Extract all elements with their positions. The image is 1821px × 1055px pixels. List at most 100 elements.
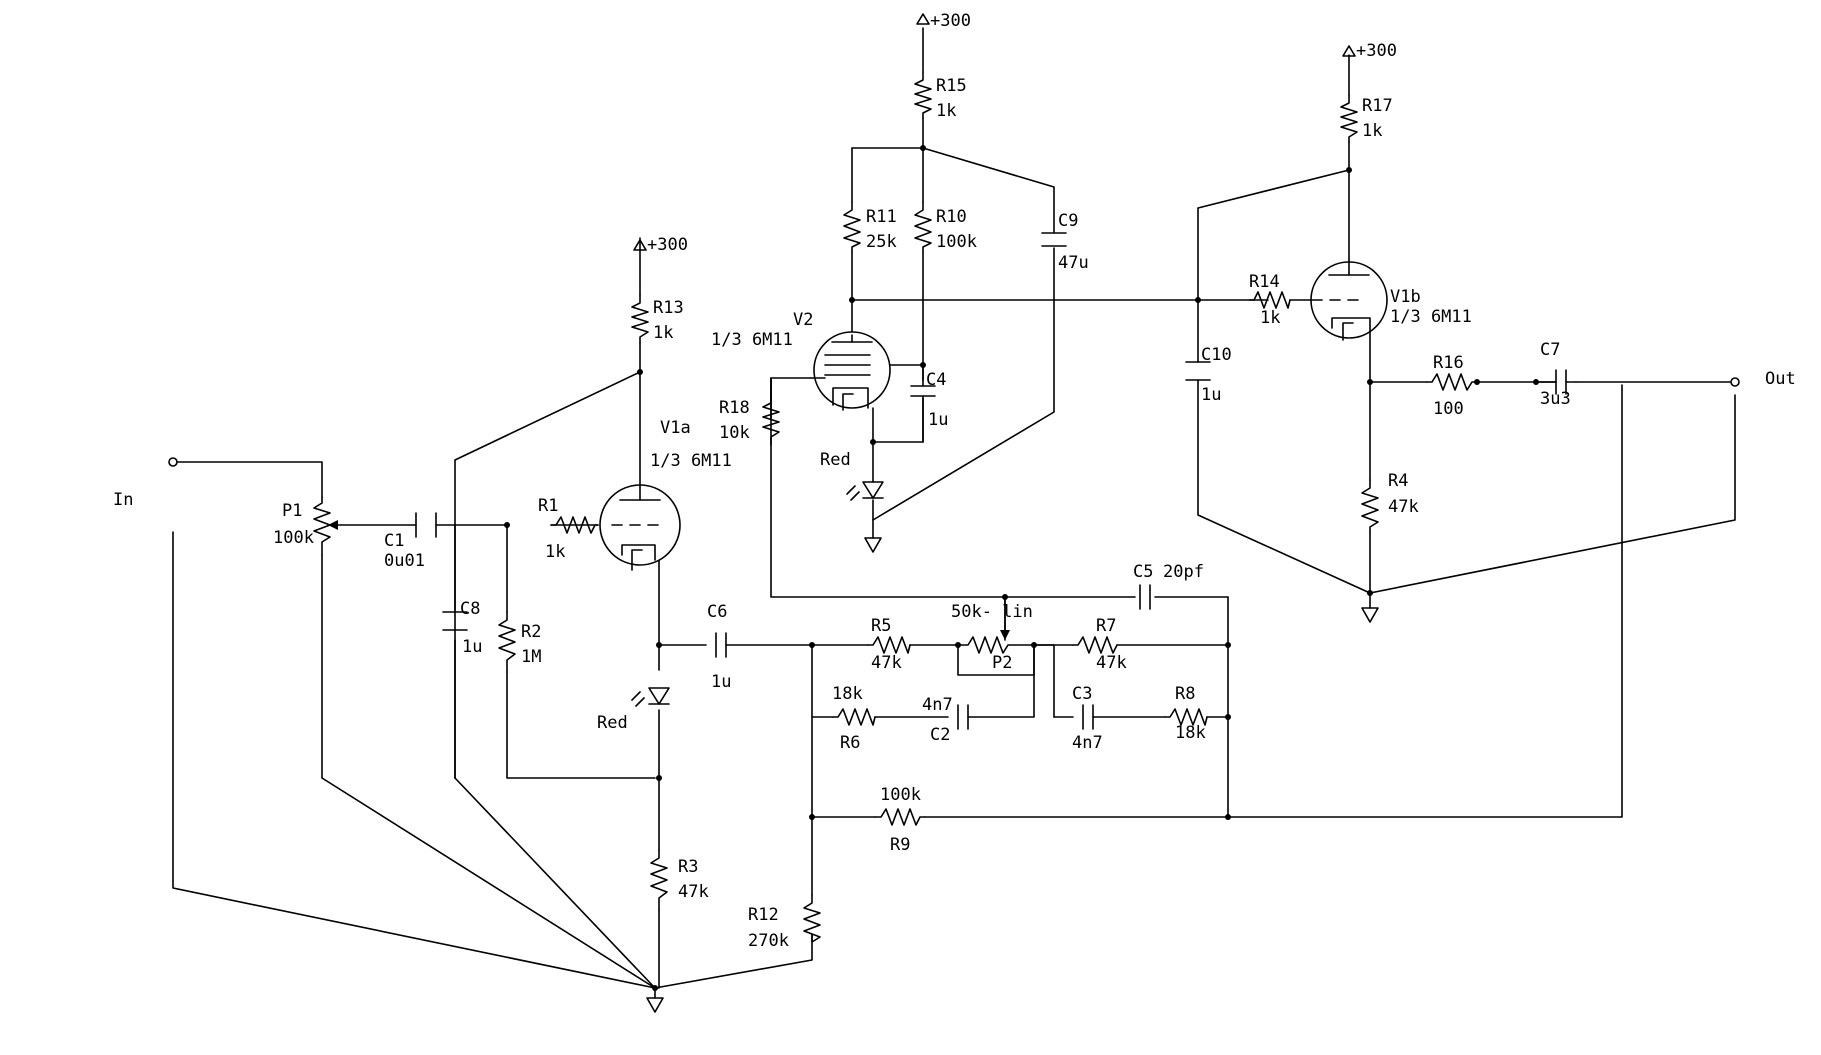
svg-text:R11: R11 (866, 207, 897, 227)
svg-text:1u: 1u (928, 410, 948, 430)
svg-text:C4: C4 (926, 370, 946, 390)
capacitor-c3: C3 4n7 (1072, 684, 1103, 753)
ground-main (646, 997, 664, 1013)
svg-text:R12: R12 (748, 905, 779, 925)
svg-text:C2: C2 (930, 725, 950, 745)
capacitor-c8: C8 1u (442, 599, 482, 657)
svg-text:100k: 100k (273, 528, 314, 548)
resistor-r3: R3 47k (650, 849, 709, 911)
input-jack[interactable]: In (113, 457, 178, 510)
svg-text:0u01: 0u01 (384, 551, 425, 571)
svg-text:4n7: 4n7 (1072, 733, 1103, 753)
capacitor-c2: 4n7 C2 (922, 695, 969, 745)
svg-text:1k: 1k (653, 323, 673, 343)
svg-text:C1: C1 (384, 531, 404, 551)
svg-text:R8: R8 (1175, 684, 1195, 704)
svg-text:R9: R9 (890, 835, 910, 855)
svg-text:R3: R3 (678, 857, 698, 877)
input-jack-icon[interactable] (168, 457, 178, 467)
svg-text:100k: 100k (880, 785, 921, 805)
svg-text:P2: P2 (992, 653, 1012, 673)
resistor-r11: R11 25k (843, 201, 897, 253)
svg-text:1k: 1k (1362, 121, 1382, 141)
svg-text:R7: R7 (1096, 616, 1116, 636)
wiper-arrow-icon (1000, 630, 1010, 640)
svg-text:18k: 18k (1175, 723, 1206, 743)
potentiometer-p1: P1 100k (273, 496, 338, 556)
supply-rail-v1b: +300 (1342, 41, 1397, 61)
svg-text:R16: R16 (1433, 353, 1464, 373)
tube-v1b: V1b 1/3 6M11 (1310, 259, 1472, 341)
resistor-r6: 18k R6 (832, 684, 876, 753)
svg-text:R6: R6 (840, 733, 860, 753)
resistor-r17: R17 1k (1340, 94, 1393, 143)
svg-text:R14: R14 (1249, 272, 1280, 292)
ground-v2 (864, 537, 882, 553)
output-jack[interactable]: Out (1730, 369, 1796, 389)
svg-text:1k: 1k (545, 542, 565, 562)
junctions (504, 145, 1539, 991)
svg-text:C5: C5 (1133, 562, 1153, 582)
svg-text:Red: Red (820, 450, 851, 470)
svg-text:1u: 1u (462, 637, 482, 657)
svg-text:1k: 1k (936, 101, 956, 121)
svg-text:1k: 1k (1260, 308, 1280, 328)
output-jack-icon[interactable] (1730, 377, 1740, 387)
svg-text:18k: 18k (832, 684, 863, 704)
svg-text:R1: R1 (538, 496, 558, 516)
svg-text:1/3 6M11: 1/3 6M11 (1390, 307, 1472, 327)
svg-text:270k: 270k (748, 931, 789, 951)
resistor-r18: R18 10k (719, 377, 780, 446)
resistor-r15: R15 1k (914, 71, 967, 121)
svg-text:R17: R17 (1362, 96, 1393, 116)
svg-text:1/3 6M11: 1/3 6M11 (650, 451, 732, 471)
resistor-r8: R8 18k (1164, 684, 1208, 743)
capacitor-c4: C4 1u (910, 364, 948, 443)
svg-text:V1b: V1b (1390, 287, 1421, 307)
svg-text:R4: R4 (1388, 471, 1408, 491)
ground-icon (1361, 607, 1379, 623)
svg-text:V1a: V1a (660, 418, 691, 438)
svg-text:47k: 47k (1388, 497, 1419, 517)
ground-icon (646, 997, 664, 1013)
svg-text:R13: R13 (653, 298, 684, 318)
svg-text:47k: 47k (871, 653, 902, 673)
resistor-r16: R16 100 (1426, 353, 1478, 419)
svg-text:4n7: 4n7 (922, 695, 953, 715)
capacitor-c6: C6 1u (707, 602, 731, 692)
svg-text:1u: 1u (1201, 385, 1221, 405)
resistor-r7: R7 47k (1072, 616, 1127, 673)
svg-text:C9: C9 (1058, 211, 1078, 231)
supply-label: +300 (647, 235, 688, 255)
svg-text:100: 100 (1433, 399, 1464, 419)
led-d2: Red (820, 450, 884, 501)
supply-label: +300 (1356, 41, 1397, 61)
led-icon (862, 481, 884, 499)
supply-arrow-icon (1342, 45, 1356, 57)
capacitor-c1: C1 0u01 (384, 512, 437, 571)
tube-v1a: V1a 1/3 6M11 (599, 418, 732, 571)
supply-rail-v2: +300 (916, 11, 971, 31)
svg-text:Out: Out (1765, 369, 1796, 389)
wires (172, 27, 1736, 999)
resistor-r14: R14 1k (1249, 272, 1291, 328)
capacitor-c9: C9 47u (1041, 211, 1089, 273)
svg-text:50k- lin: 50k- lin (951, 602, 1033, 622)
svg-text:R10: R10 (936, 207, 967, 227)
resistor-r1: R1 1k (538, 496, 599, 562)
svg-text:In: In (113, 490, 133, 510)
svg-text:1u: 1u (711, 672, 731, 692)
capacitor-c10: C10 1u (1185, 345, 1232, 405)
resistor-r2: R2 1M (498, 611, 541, 673)
svg-text:25k: 25k (866, 232, 897, 252)
svg-text:R5: R5 (871, 616, 891, 636)
svg-text:R2: R2 (521, 622, 541, 642)
supply-rail-v1a: +300 (633, 235, 688, 255)
svg-text:C3: C3 (1072, 684, 1092, 704)
led-d1: Red (597, 687, 670, 733)
resistor-r5: R5 47k (867, 616, 911, 673)
svg-text:1M: 1M (521, 647, 541, 667)
resistor-r12: R12 270k (748, 894, 821, 951)
capacitor-c7: C7 3u3 (1535, 340, 1577, 409)
